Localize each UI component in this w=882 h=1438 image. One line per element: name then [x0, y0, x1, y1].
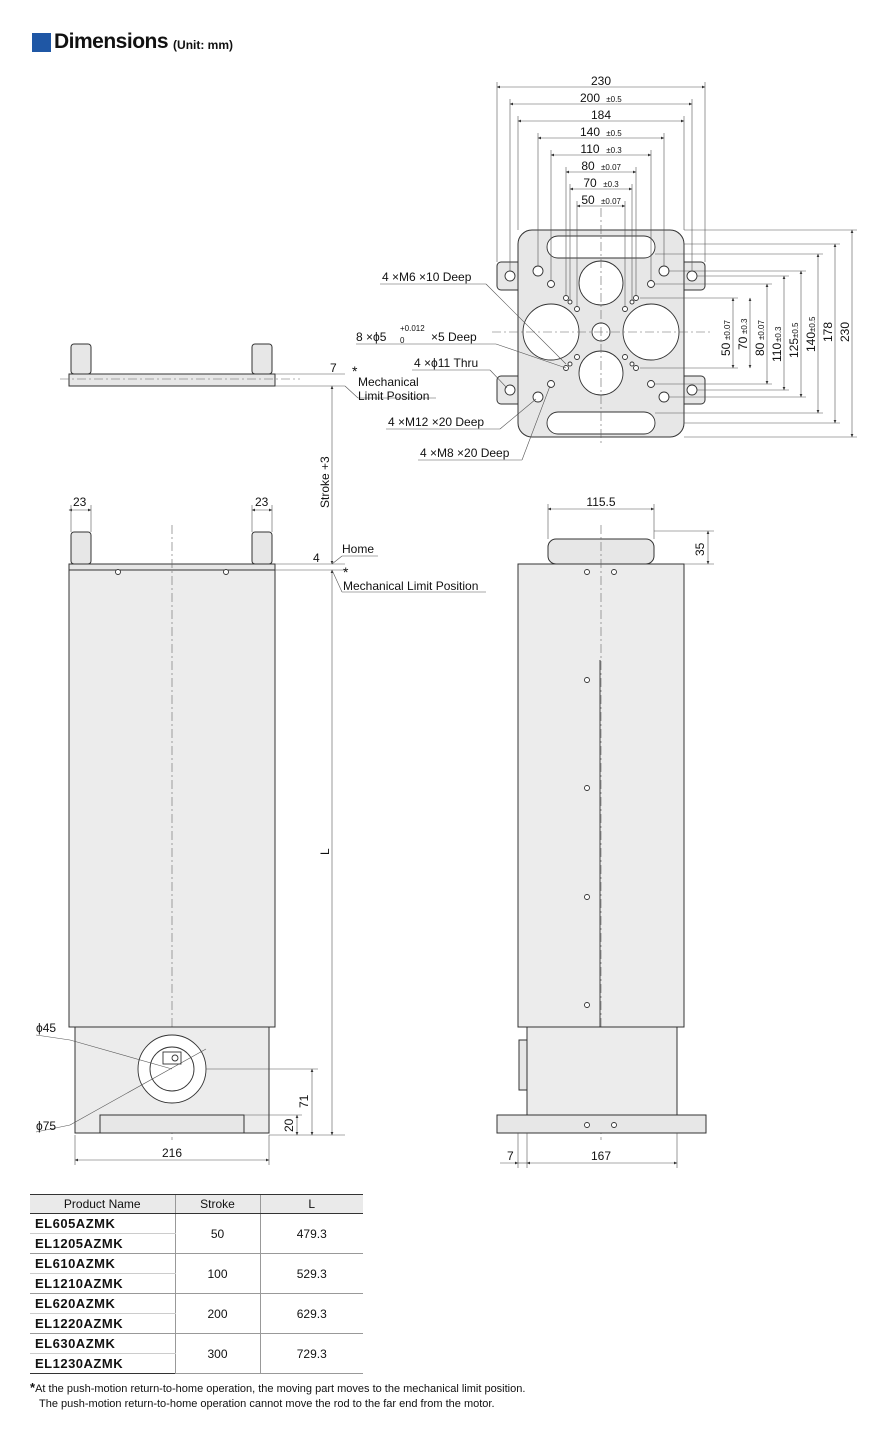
rod-width-left: 23 [73, 495, 87, 509]
header-square-icon [32, 32, 51, 52]
table-row: EL1210AZMK [30, 1273, 363, 1294]
callout-m12: 4 ×M12 ×20 Deep [388, 415, 484, 429]
callout-phi5-tol-dn: 0 [400, 336, 405, 345]
product-name: EL1220AZMK [30, 1313, 175, 1334]
dim-four: 4 [313, 551, 320, 565]
product-name: EL610AZMK [30, 1253, 175, 1274]
callout-phi5: 8 ×ϕ5 [356, 330, 387, 344]
dim-h-5: 80 [581, 159, 595, 173]
l-value: 729.3 [259, 1333, 363, 1374]
side-view: 115.5 35 7 167 [496, 495, 714, 1168]
mech-limit-bottom: Mechanical Limit Position [343, 579, 478, 593]
product-name: EL1205AZMK [30, 1233, 175, 1254]
section-header: Dimensions (Unit: mm) [32, 30, 233, 54]
tol-v-5: ±0.5 [808, 316, 817, 332]
tol-v-4: ±0.5 [791, 322, 800, 338]
product-name: EL1210AZMK [30, 1273, 175, 1294]
dim-seven: 7 [330, 361, 337, 375]
l-value: 529.3 [259, 1253, 363, 1294]
table-row: EL620AZMK 200 629.3 [30, 1293, 363, 1334]
product-name: EL620AZMK [30, 1293, 175, 1314]
dim-h-2: 184 [591, 108, 611, 122]
table-header-row: Product Name Stroke L [30, 1194, 363, 1214]
stroke-value: 300 [174, 1333, 260, 1374]
dim-h-7: 50 [581, 193, 595, 207]
stroke-value: 50 [174, 1213, 260, 1254]
dim-71: 71 [297, 1094, 311, 1108]
rod-width-right: 23 [255, 495, 269, 509]
dim-v-1: 70 [736, 336, 750, 350]
front-view: 23 23 7 Stroke +3 4 L * Mechanical Limit… [35, 343, 486, 1165]
callout-phi11: 4 ×ϕ11 Thru [414, 356, 478, 370]
stroke-label: Stroke +3 [318, 456, 332, 508]
callout-m6: 4 ×M6 ×10 Deep [382, 270, 472, 284]
dim-v-4: 125 [787, 338, 801, 358]
dim-h-0: 230 [591, 74, 611, 88]
header-l: L [259, 1194, 363, 1214]
mech-limit-top-2: Limit Position [358, 389, 429, 403]
dim-v-2: 80 [753, 342, 767, 356]
tol-v-3: ±0.3 [774, 326, 783, 342]
tol-v-1: ±0.3 [740, 318, 749, 334]
l-value: 479.3 [259, 1213, 363, 1254]
tol-h-6: ±0.3 [603, 180, 619, 189]
footnote-text-2: The push-motion return-to-home operation… [39, 1398, 495, 1410]
tol-h-3: ±0.5 [606, 129, 622, 138]
product-name: EL630AZMK [30, 1333, 175, 1354]
home-label: Home [342, 542, 374, 556]
page-title: Dimensions [54, 30, 169, 53]
callout-m8: 4 ×M8 ×20 Deep [420, 446, 510, 460]
length-l-label: L [318, 848, 332, 855]
stroke-value: 100 [174, 1253, 260, 1294]
dim-167: 167 [591, 1149, 611, 1163]
phi75-label: ϕ75 [36, 1119, 56, 1133]
dim-v-5: 140 [804, 332, 818, 352]
tol-h-5: ±0.07 [601, 163, 622, 172]
tol-h-1: ±0.5 [606, 95, 622, 104]
dim-h-4: 110 [580, 142, 599, 156]
footnote-2: The push-motion return-to-home operation… [39, 1398, 495, 1410]
product-table: Product Name Stroke L EL605AZMK 50 479.3… [30, 1194, 363, 1374]
table-row: EL1230AZMK [30, 1353, 363, 1374]
dim-35: 35 [693, 542, 707, 556]
header-stroke: Stroke [174, 1194, 260, 1214]
dim-216: 216 [162, 1146, 182, 1160]
phi45-label: ϕ45 [36, 1021, 56, 1035]
stroke-value: 200 [174, 1293, 260, 1334]
tol-h-7: ±0.07 [601, 197, 622, 206]
table-row: EL630AZMK 300 729.3 [30, 1333, 363, 1374]
dim-v-7: 230 [838, 322, 852, 342]
dim-115-5: 115.5 [586, 495, 615, 509]
header-product-name: Product Name [30, 1194, 175, 1214]
dim-20: 20 [282, 1118, 296, 1132]
table-row: EL605AZMK 50 479.3 [30, 1213, 363, 1254]
product-name: EL1230AZMK [30, 1353, 175, 1374]
dim-h-6: 70 [583, 176, 597, 190]
footnote-text-1: At the push-motion return-to-home operat… [35, 1383, 526, 1395]
asterisk-top: * [352, 363, 358, 379]
dim-v-6: 178 [821, 322, 835, 342]
table-row: EL1220AZMK [30, 1313, 363, 1334]
dim-7: 7 [507, 1149, 514, 1163]
dim-v-3: 110 [770, 343, 784, 362]
footnote-asterisk: * [30, 1380, 36, 1395]
unit-label: (Unit: mm) [173, 38, 234, 52]
callout-phi5-deep: ×5 Deep [431, 330, 477, 344]
dim-h-3: 140 [580, 125, 600, 139]
tol-v-0: ±0.07 [723, 319, 732, 340]
product-name: EL605AZMK [30, 1213, 175, 1234]
asterisk-bottom: * [343, 564, 349, 580]
dim-v-0: 50 [719, 342, 733, 356]
table-row: EL1205AZMK [30, 1233, 363, 1254]
mech-limit-top-1: Mechanical [358, 375, 419, 389]
callout-phi5-tol-up: +0.012 [400, 324, 425, 333]
l-value: 629.3 [259, 1293, 363, 1334]
tol-v-2: ±0.07 [757, 319, 766, 340]
footnote-1: *At the push-motion return-to-home opera… [30, 1380, 525, 1395]
table-row: EL610AZMK 100 529.3 [30, 1253, 363, 1294]
top-view: 230 200 ±0.5 184 140 ±0.5 110 ±0.3 80 ±0… [356, 74, 857, 461]
dim-h-1: 200 [580, 91, 600, 105]
tol-h-4: ±0.3 [606, 146, 622, 155]
